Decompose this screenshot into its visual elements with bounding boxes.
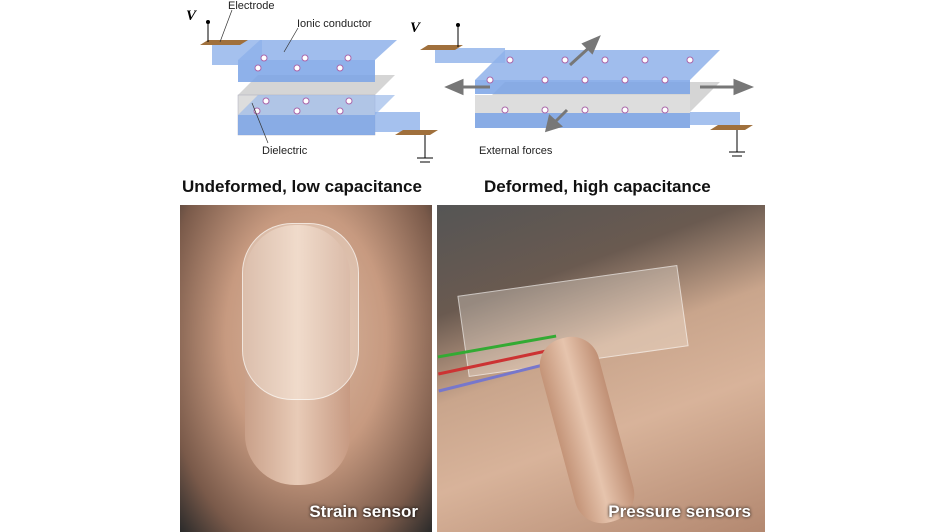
external-forces-label: External forces (479, 145, 553, 157)
force-arrows (444, 35, 755, 133)
dielectric-label: Dielectric (262, 145, 308, 157)
electrode-bottom (395, 130, 438, 135)
undeformed-capacitor (200, 9, 438, 163)
voltage-symbol-left: V (186, 8, 197, 24)
pressure-sensors-caption: Pressure sensors (608, 502, 751, 521)
voltage-symbol-right: V (410, 20, 421, 36)
strain-sensor-film (242, 223, 359, 400)
electrode-label: Electrode (228, 0, 275, 12)
strain-sensor-caption: Strain sensor (309, 502, 418, 521)
capacitor-diagrams (200, 9, 755, 163)
pressure-sensors-photo: Pressure sensors (437, 205, 765, 532)
ionic-conductor-label: Ionic conductor (297, 18, 372, 30)
deformed-capacitor (420, 23, 755, 157)
pressing-finger (533, 330, 641, 530)
strain-sensor-photo: Strain sensor (180, 205, 432, 532)
deformed-caption: Deformed, high capacitance (484, 177, 711, 196)
electrode-top (200, 40, 248, 45)
undeformed-caption: Undeformed, low capacitance (182, 177, 422, 196)
